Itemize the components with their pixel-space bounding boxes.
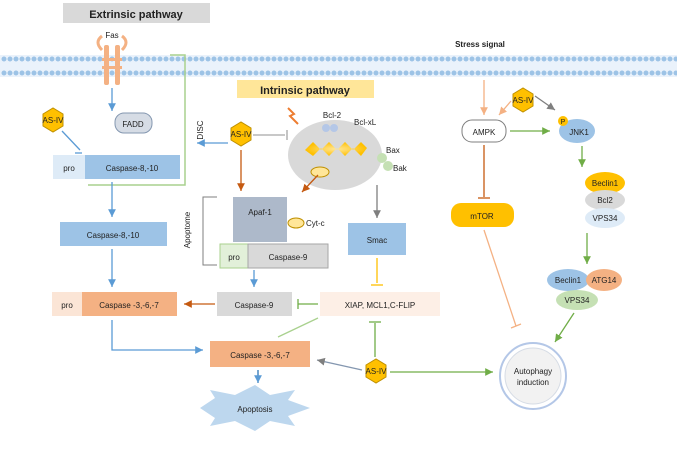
asiv-hex-4: AS-IV bbox=[366, 359, 388, 383]
fadd-node: FADD bbox=[115, 113, 152, 133]
svg-text:Beclin1: Beclin1 bbox=[555, 276, 582, 285]
svg-text:Caspase-8,-10: Caspase-8,-10 bbox=[87, 231, 140, 240]
asiv-hex-3: AS-IV bbox=[513, 88, 535, 112]
asiv-hex-1: AS-IV bbox=[43, 108, 65, 132]
svg-text:Caspase-9: Caspase-9 bbox=[235, 301, 274, 310]
autophagy-node: Autophagy induction bbox=[500, 343, 566, 409]
caspase-8-10-pro: pro Caspase-8,-10 bbox=[53, 155, 180, 179]
beclin-atg14-complex: Beclin1 ATG14 VPS34 bbox=[547, 269, 622, 310]
intrinsic-title: Intrinsic pathway bbox=[260, 85, 351, 97]
ampk-node: AMPK bbox=[462, 120, 506, 142]
xiap-node: XIAP, MCL1,C-FLIP bbox=[320, 292, 440, 316]
svg-text:ATG14: ATG14 bbox=[592, 276, 617, 285]
stress-signal-label: Stress signal bbox=[455, 40, 505, 49]
svg-text:induction: induction bbox=[517, 378, 549, 387]
svg-text:Autophagy: Autophagy bbox=[514, 367, 552, 376]
extrinsic-title: Extrinsic pathway bbox=[89, 9, 183, 21]
svg-text:Apoptome: Apoptome bbox=[183, 211, 192, 248]
apoptosis-node: Apoptosis bbox=[200, 385, 310, 431]
svg-text:Bcl-2: Bcl-2 bbox=[323, 111, 342, 120]
svg-text:pro: pro bbox=[63, 164, 75, 173]
svg-text:AS-IV: AS-IV bbox=[231, 130, 253, 139]
caspase-8-10-active: Caspase-8,-10 bbox=[60, 222, 167, 246]
svg-text:Caspase -3,-6,-7: Caspase -3,-6,-7 bbox=[230, 351, 290, 360]
svg-text:Bcl-xL: Bcl-xL bbox=[354, 118, 377, 127]
beclin-bcl2-complex: Beclin1 Bcl2 VPS34 bbox=[585, 172, 625, 228]
fas-label: Fas bbox=[105, 31, 118, 40]
apaf1-node: Apaf-1 Cyt-c bbox=[233, 197, 325, 242]
svg-text:AMPK: AMPK bbox=[473, 128, 496, 137]
svg-text:Apaf-1: Apaf-1 bbox=[248, 208, 272, 217]
svg-text:Bak: Bak bbox=[393, 164, 408, 173]
svg-text:Bax: Bax bbox=[386, 146, 400, 155]
mitochondria: Bcl-2 Bcl-xL Bax Bak bbox=[288, 108, 408, 190]
svg-text:XIAP, MCL1,C-FLIP: XIAP, MCL1,C-FLIP bbox=[345, 301, 416, 310]
procaspase-9: pro Caspase-9 bbox=[220, 244, 328, 268]
svg-text:mTOR: mTOR bbox=[470, 212, 494, 221]
svg-text:Bcl2: Bcl2 bbox=[597, 196, 613, 205]
svg-text:FADD: FADD bbox=[122, 120, 144, 129]
caspase-3-6-7-active: Caspase -3,-6,-7 bbox=[210, 341, 310, 367]
disc-label: DISC bbox=[196, 120, 205, 139]
svg-text:Caspase-8,-10: Caspase-8,-10 bbox=[106, 164, 159, 173]
cell-membrane bbox=[0, 55, 677, 77]
svg-text:pro: pro bbox=[61, 301, 73, 310]
svg-text:VPS34: VPS34 bbox=[565, 296, 590, 305]
svg-text:VPS34: VPS34 bbox=[593, 214, 618, 223]
extrinsic-title-box: Extrinsic pathway bbox=[63, 3, 210, 23]
caspase-9-active: Caspase-9 bbox=[217, 292, 292, 316]
svg-text:Apoptosis: Apoptosis bbox=[237, 405, 272, 414]
svg-text:Smac: Smac bbox=[367, 236, 387, 245]
svg-text:Caspase-9: Caspase-9 bbox=[269, 253, 308, 262]
smac-node: Smac bbox=[348, 223, 406, 255]
svg-text:JNK1: JNK1 bbox=[569, 128, 589, 137]
svg-text:Beclin1: Beclin1 bbox=[592, 179, 619, 188]
svg-text:AS-IV: AS-IV bbox=[43, 116, 65, 125]
svg-text:AS-IV: AS-IV bbox=[366, 367, 388, 376]
svg-text:Caspase -3,-6,-7: Caspase -3,-6,-7 bbox=[99, 301, 159, 310]
procaspase-3-6-7: pro Caspase -3,-6,-7 bbox=[52, 292, 177, 316]
mtor-node: mTOR bbox=[451, 203, 514, 227]
apoptome-bracket: Apoptome bbox=[183, 197, 217, 265]
svg-text:AS-IV: AS-IV bbox=[513, 96, 535, 105]
intrinsic-title-box: Intrinsic pathway bbox=[237, 80, 374, 98]
svg-text:Cyt-c: Cyt-c bbox=[306, 219, 325, 228]
svg-text:P: P bbox=[561, 119, 566, 126]
asiv-hex-2: AS-IV bbox=[231, 122, 253, 146]
jnk1-node: P JNK1 bbox=[558, 116, 595, 143]
svg-text:pro: pro bbox=[228, 253, 240, 262]
